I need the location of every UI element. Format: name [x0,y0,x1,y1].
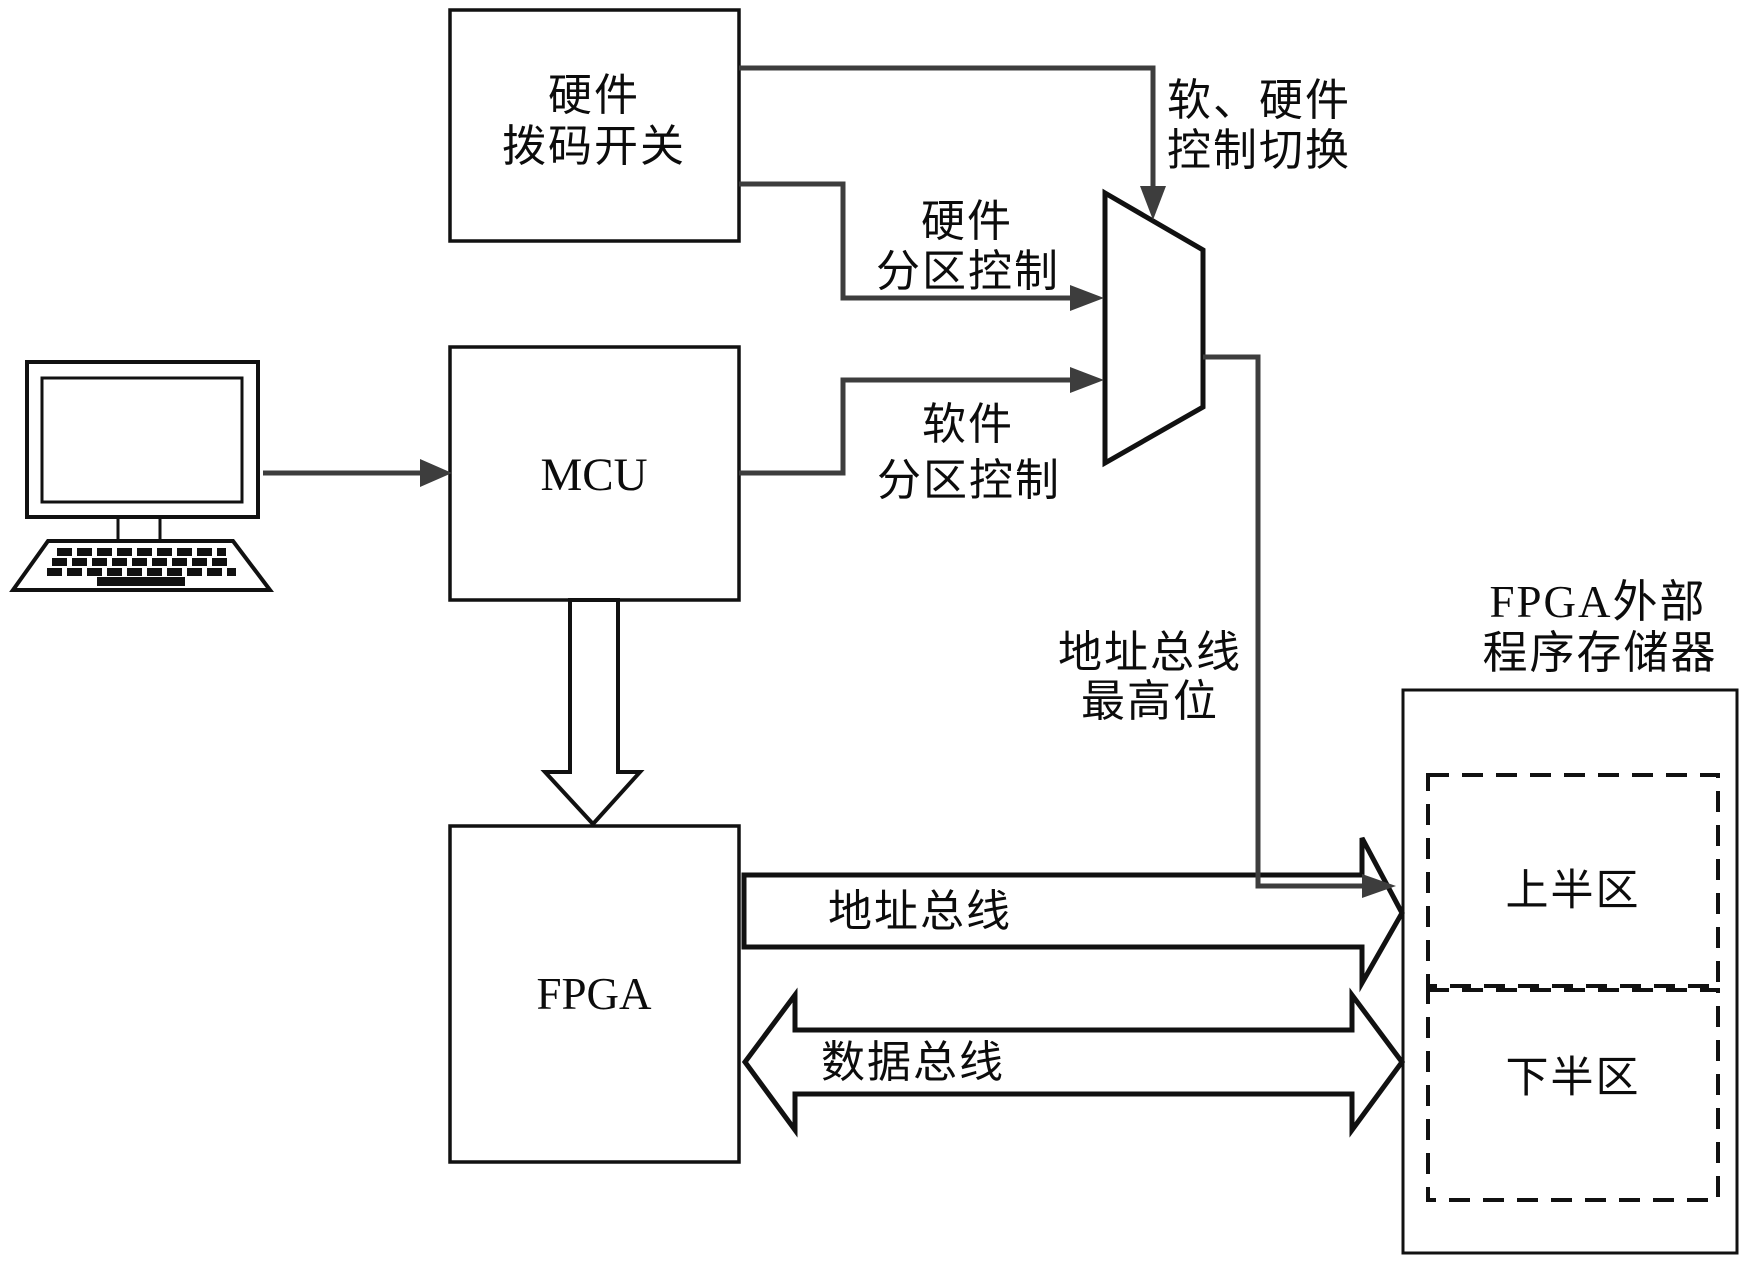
lower-half-label: 下半区 [1506,1055,1641,1102]
mcu-label: MCU [540,449,647,501]
data-bus-label: 数据总线 [821,1038,1005,1087]
sw-partition-arrowhead [1070,367,1104,393]
keyboard-spacebar [97,577,185,586]
hw-partition-arrowhead [1070,285,1104,311]
memory-title-line1: FPGA外部 [1489,577,1706,627]
dip-switch-box [448,8,741,243]
sw-partition-line [739,377,1070,476]
sw-partition-label-line2: 分区控制 [877,456,1061,505]
addr-msb-label-line1: 地址总线 [1058,628,1242,677]
mcu-to-fpga-arrow [540,598,645,827]
fpga-label: FPGA [536,969,652,1019]
pc-to-mcu-arrowhead [420,459,452,487]
hw-partition-line [739,181,1070,301]
lower-half-region [1426,988,1720,1202]
hw-partition-label-line1: 硬件 [921,197,1013,246]
address-bus-label: 地址总线 [828,887,1012,936]
connector-lines [263,65,1362,889]
addr-msb-label-line2: 最高位 [1081,677,1219,726]
mux-output-msb-line [1203,354,1362,889]
mux-select-label-line2: 控制切换 [1167,126,1351,175]
mux-select-arrowhead [1140,186,1166,220]
msb-arrowhead [1362,874,1396,898]
monitor-stand [116,517,162,541]
dip-switch-label-line1: 硬件 [548,71,640,120]
upper-half-region [1426,773,1720,988]
memory-title-line2: 程序存储器 [1482,628,1717,678]
upper-half-label: 上半区 [1506,868,1641,915]
monitor-outline [25,360,260,519]
fpga-box [448,824,741,1164]
data-bus-arrow [741,987,1406,1138]
mux-select-label-line1: 软、硬件 [1167,76,1351,125]
address-bus-arrow [741,836,1405,993]
computer-icon [9,360,275,592]
mux-trapezoid [1102,188,1206,468]
monitor-screen [40,376,244,504]
mux-select-line [739,65,1156,186]
dip-switch-label-line2: 拨码开关 [502,122,686,171]
connector-arrowheads [420,186,1396,898]
hw-partition-label-line2: 分区控制 [876,247,1060,296]
sw-partition-label-line1: 软件 [922,400,1014,449]
memory-box [1401,688,1739,1255]
